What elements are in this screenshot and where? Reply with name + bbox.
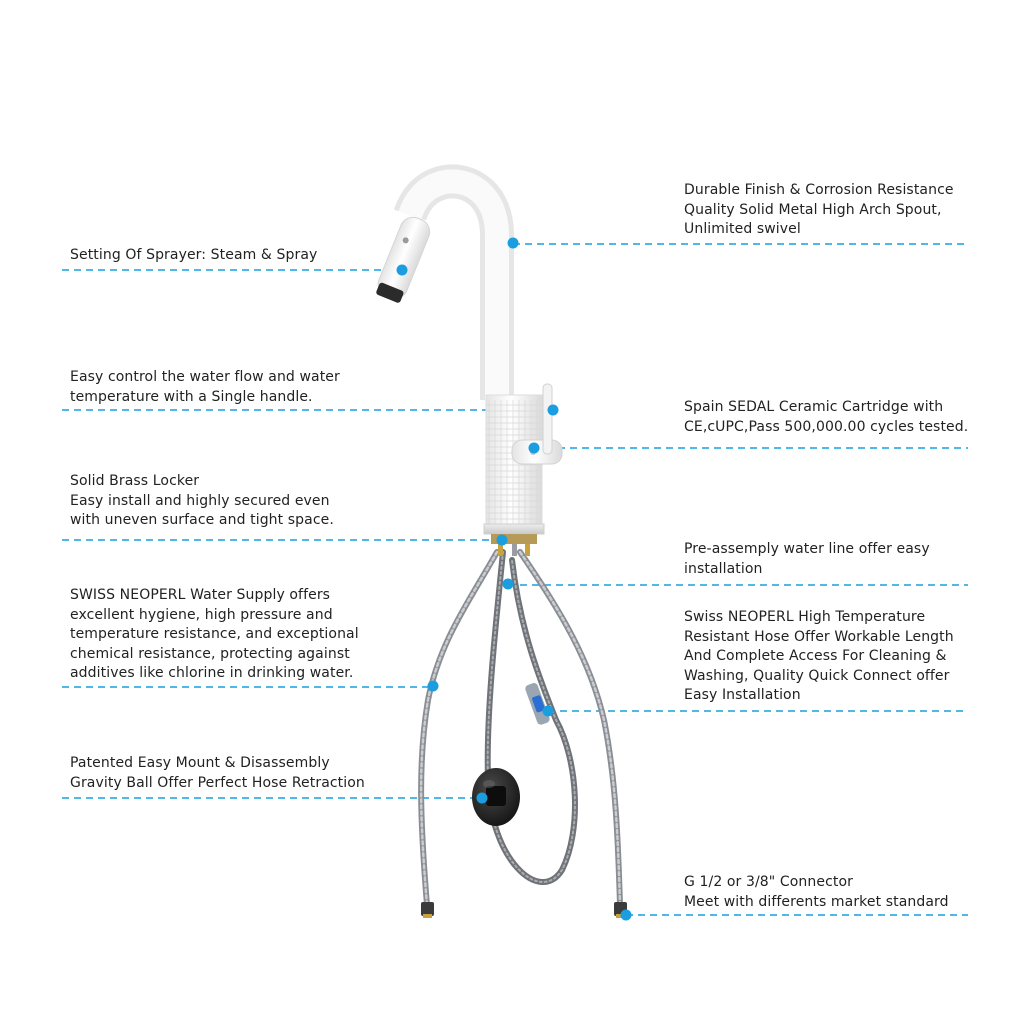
callout-finish: Durable Finish & Corrosion Resistance Qu… (684, 181, 954, 240)
callout-handle-line-1: Easy control the water flow and water (70, 369, 340, 385)
callout-dots (396, 237, 632, 921)
callout-dot-sprayer (396, 264, 408, 276)
callout-dot-cartridge (528, 442, 540, 454)
callout-hose-line-4: Washing, Quality Quick Connect offer (684, 667, 950, 684)
callout-lines (62, 243, 968, 916)
callout-neoperl-supply: SWISS NEOPERL Water Supply offers excell… (70, 586, 359, 684)
callout-locker: Solid Brass Locker Easy install and high… (70, 472, 334, 531)
callout-neoperl-supply-line-3: temperature resistance, and exceptional (70, 626, 359, 642)
callout-hose-line-5: Easy Installation (684, 687, 801, 703)
brass-locker (491, 534, 537, 556)
callout-locker-line-2: Easy install and highly secured even (70, 492, 330, 509)
callout-dot-neoperl-supply (427, 680, 439, 692)
callout-connector-line-2: Meet with differents market standard (684, 893, 949, 910)
callout-neoperl-supply-line-5: additives like chlorine in drinking wate… (70, 665, 354, 681)
sprayer-head (376, 216, 431, 303)
callout-dot-pre-assembly (502, 578, 514, 590)
faucet-base (483, 523, 545, 535)
callout-neoperl-supply-line-4: chemical resistance, protecting against (70, 645, 350, 662)
callout-handle: Easy control the water flow and water te… (70, 368, 340, 407)
callout-connector: G 1/2 or 3/8" Connector Meet with differ… (684, 873, 949, 912)
callout-cartridge-line-2: CE,cUPC,Pass 500,000.00 cycles tested. (684, 418, 969, 435)
callout-handle-line-2: temperature with a Single handle. (70, 388, 313, 405)
hose-connectors (421, 902, 627, 918)
callout-pre-assembly: Pre-assemply water line offer easy insta… (684, 540, 930, 579)
callout-sprayer-line-1: Setting Of Sprayer: Steam & Spray (70, 247, 318, 263)
gravity-ball (472, 768, 520, 826)
callout-gravity-ball-line-1: Patented Easy Mount & Disassembly (70, 755, 330, 771)
water-hoses (418, 549, 623, 908)
callout-hose: Swiss NEOPERL High Temperature Resistant… (684, 608, 954, 706)
callout-finish-line-2: Quality Solid Metal High Arch Spout, (684, 201, 942, 218)
callout-hose-line-2: Resistant Hose Offer Workable Length (684, 628, 954, 645)
callout-gravity-ball-line-2: Gravity Ball Offer Perfect Hose Retracti… (70, 774, 365, 791)
callout-cartridge: Spain SEDAL Ceramic Cartridge with CE,cU… (684, 398, 968, 437)
callout-sprayer: Setting Of Sprayer: Steam & Spray (70, 246, 317, 266)
callout-dot-hose (542, 705, 554, 717)
callout-pre-assembly-line-2: installation (684, 560, 763, 577)
callout-dot-gravity-ball (476, 792, 488, 804)
callout-finish-line-1: Durable Finish & Corrosion Resistance (684, 182, 954, 198)
left-connector (421, 902, 434, 916)
callout-cartridge-line-1: Spain SEDAL Ceramic Cartridge with (684, 399, 944, 415)
callout-dot-finish (507, 237, 519, 249)
callout-gravity-ball: Patented Easy Mount & Disassembly Gravit… (70, 754, 365, 793)
callout-locker-line-1: Solid Brass Locker (70, 473, 200, 489)
callout-hose-line-3: And Complete Access For Cleaning & (684, 648, 947, 664)
pull-out-hose (484, 549, 578, 885)
callout-dot-locker (496, 534, 508, 546)
callout-locker-line-3: with uneven surface and tight space. (70, 512, 334, 528)
callout-hose-line-1: Swiss NEOPERL High Temperature (684, 609, 926, 625)
callout-connector-line-1: G 1/2 or 3/8" Connector (684, 874, 853, 890)
callout-finish-line-3: Unlimited swivel (684, 221, 801, 237)
quick-connect (525, 682, 550, 725)
callout-dot-connector (620, 909, 632, 921)
faucet (376, 164, 563, 556)
callout-dot-handle (547, 404, 559, 416)
callout-neoperl-supply-line-2: excellent hygiene, high pressure and (70, 606, 333, 623)
callout-pre-assembly-line-1: Pre-assemply water line offer easy (684, 541, 930, 557)
callout-neoperl-supply-line-1: SWISS NEOPERL Water Supply offers (70, 587, 331, 603)
